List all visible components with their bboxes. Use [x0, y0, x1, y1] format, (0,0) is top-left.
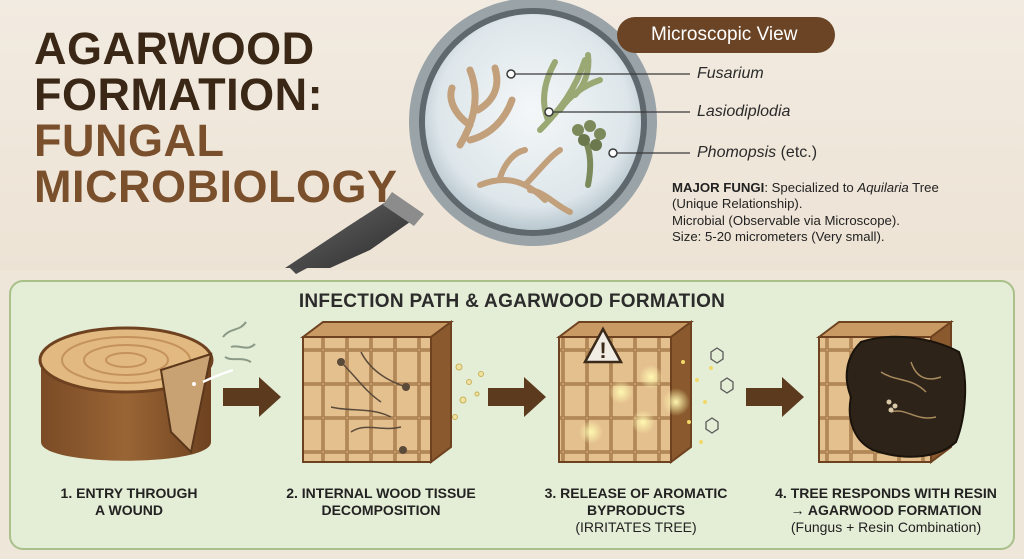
- fungi-description: MAJOR FUNGI: Specialized to Aquilaria Tr…: [672, 180, 992, 246]
- title-line-1: AGARWOOD: [34, 23, 315, 74]
- phomopsis-spores: [572, 120, 606, 188]
- step-label-2: 2. INTERNAL WOOD TISSUE DECOMPOSITION: [286, 485, 476, 518]
- page-title: AGARWOOD FORMATION: FUNGAL MICROBIOLOGY: [34, 26, 398, 210]
- description-heading: MAJOR FUNGI: [672, 180, 765, 195]
- svg-text:!: !: [599, 338, 606, 363]
- infection-path-title: INFECTION PATH & AGARWOOD FORMATION: [298, 291, 726, 312]
- fungus-label-phomopsis: Phomopsis (etc.): [697, 144, 818, 161]
- magnifier-lens: [425, 14, 641, 230]
- title-line-3: FUNGAL: [34, 115, 225, 166]
- callout-lines: [511, 73, 690, 154]
- fungus-label-lasiodiplodia: Lasiodiplodia: [697, 103, 791, 120]
- step3-aromatic-byproducts-icon: !: [556, 320, 734, 464]
- step-label-3: 3. RELEASE OF AROMATIC BYPRODUCTS (IRRIT…: [544, 485, 728, 535]
- hyphae-cluster-bottom: [477, 147, 573, 215]
- step2-wood-tissue-icon: [300, 320, 484, 464]
- infection-steps-illustration: !: [38, 320, 967, 464]
- magnifier-handle: [285, 192, 424, 274]
- step-arrow-1: [223, 377, 281, 417]
- title-line-2: FORMATION:: [34, 69, 324, 120]
- fusarium-hyphae: [447, 64, 516, 149]
- description-line-4: Size: 5-20 micrometers (Very small).: [672, 229, 885, 245]
- step1-stump-icon: [38, 321, 256, 461]
- title-line-4: MICROBIOLOGY: [34, 161, 398, 212]
- magnifying-glass-illustration: [285, 0, 690, 274]
- description-line-2: (Unique Relationship).: [672, 196, 803, 212]
- callout-dots: [506, 69, 618, 158]
- microscopic-view-label: Microscopic View: [617, 17, 835, 53]
- fungus-label-fusarium: Fusarium: [697, 65, 764, 82]
- step-arrow-2: [488, 377, 546, 417]
- step4-resin-formation-icon: [816, 320, 967, 464]
- step-arrow-3: [746, 377, 804, 417]
- step-label-1: 1. ENTRY THROUGH A WOUND: [60, 485, 198, 518]
- infection-path-panel: INFECTION PATH & AGARWOOD FORMATION: [9, 280, 1015, 550]
- description-line-3: Microbial (Observable via Microscope).: [672, 212, 900, 228]
- step-label-4: 4. TREE RESPONDS WITH RESIN → AGARWOOD F…: [775, 485, 997, 535]
